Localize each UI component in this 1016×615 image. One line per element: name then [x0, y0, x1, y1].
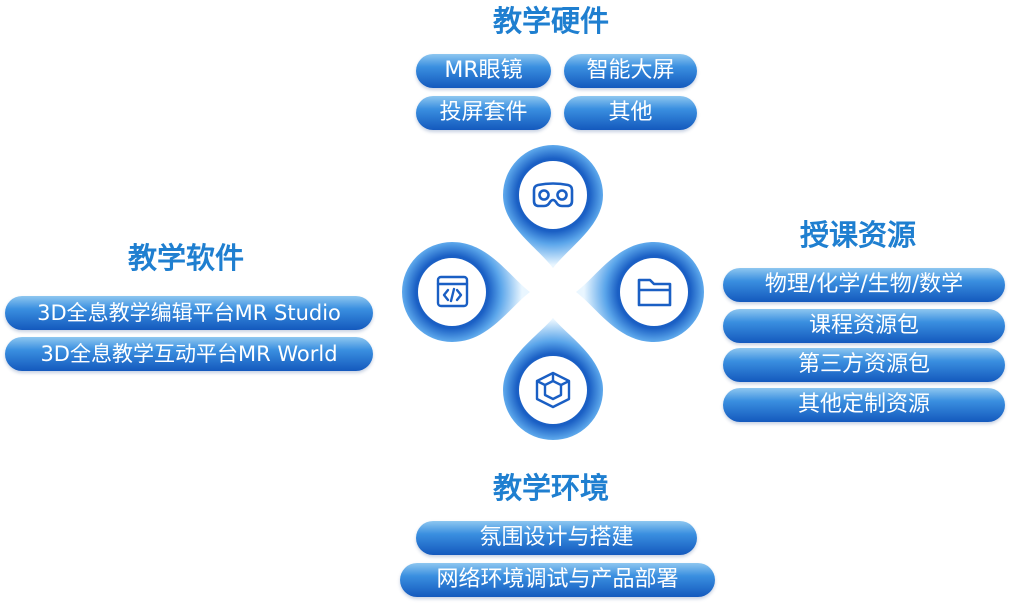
software-item-mr-studio: 3D全息教学编辑平台MR Studio	[5, 296, 373, 330]
folder-icon	[637, 278, 672, 307]
hardware-item-other: 其他	[564, 96, 697, 130]
resources-item-course-pack: 课程资源包	[723, 309, 1005, 343]
software-item-mr-world: 3D全息教学互动平台MR World	[5, 337, 373, 371]
hardware-petal	[503, 145, 603, 268]
hardware-item-smart-screen: 智能大屏	[564, 54, 697, 88]
code-window-icon	[436, 275, 469, 308]
software-petal	[402, 242, 530, 342]
cube-icon	[535, 371, 571, 409]
resources-item-custom: 其他定制资源	[723, 388, 1005, 422]
resources-petal	[576, 242, 704, 342]
environment-petal	[503, 318, 603, 440]
resources-title: 授课资源	[800, 218, 917, 252]
vr-goggles-icon	[532, 182, 574, 208]
hardware-item-casting-kit: 投屏套件	[416, 96, 551, 130]
environment-title: 教学环境	[493, 471, 610, 505]
hardware-title: 教学硬件	[493, 4, 610, 38]
hardware-item-mr-glasses: MR眼镜	[416, 54, 551, 88]
resources-item-third-party-pack: 第三方资源包	[723, 348, 1005, 382]
environment-item-network: 网络环境调试与产品部署	[400, 563, 715, 597]
software-title: 教学软件	[128, 241, 245, 275]
resources-item-subjects: 物理/化学/生物/数学	[723, 268, 1005, 302]
environment-item-atmosphere: 氛围设计与搭建	[416, 521, 697, 555]
